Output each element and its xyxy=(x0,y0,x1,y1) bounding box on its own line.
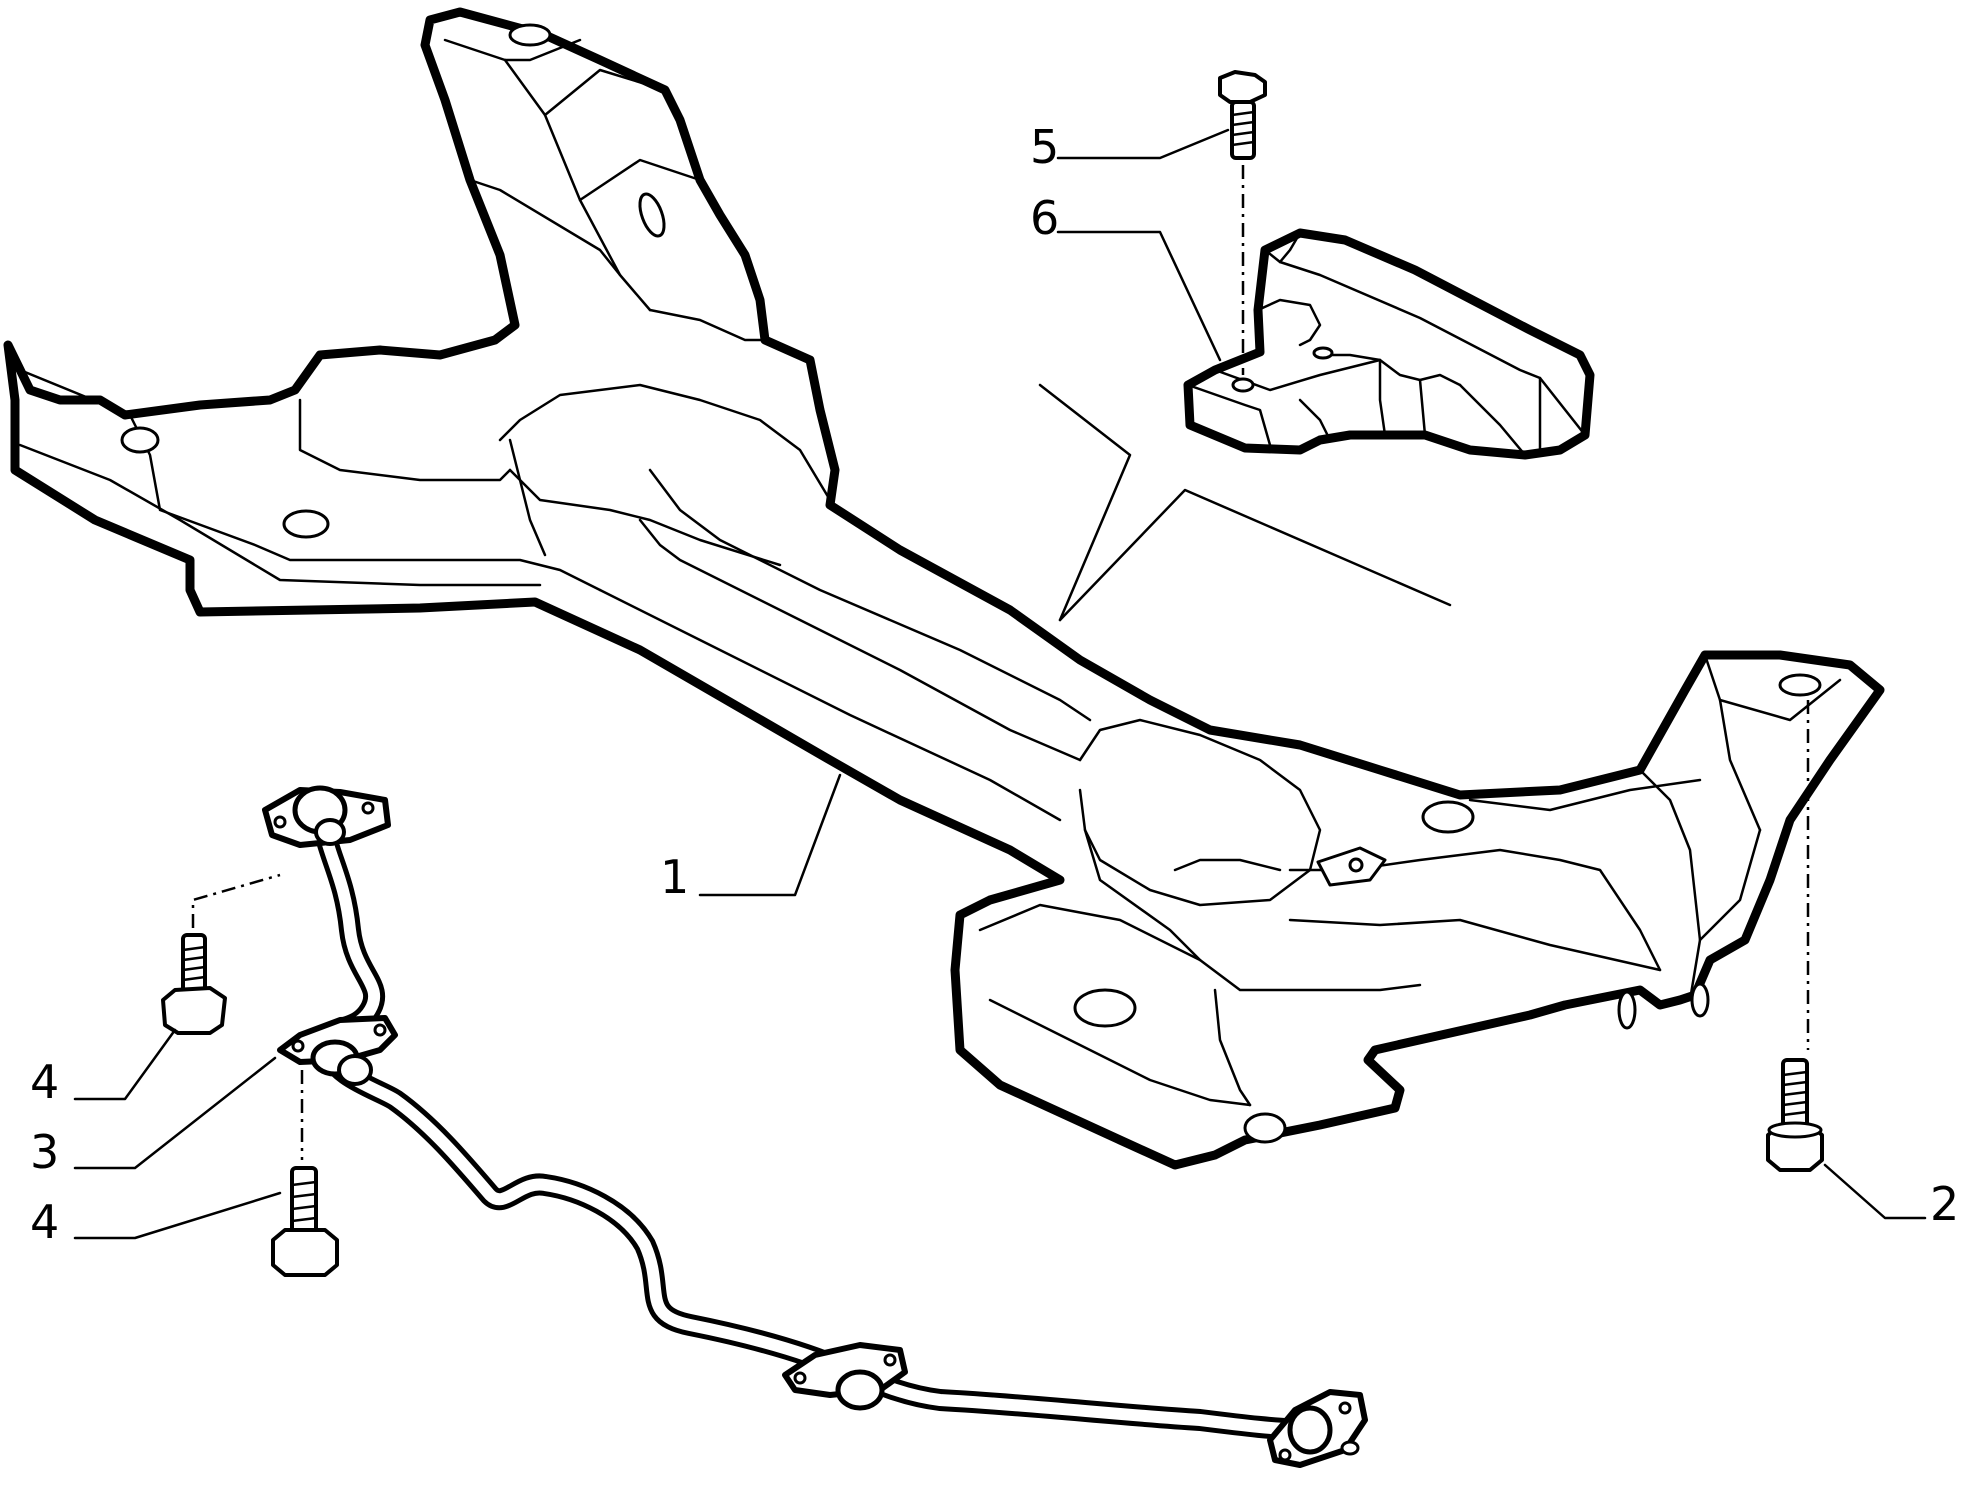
callout-4-upper: 4 xyxy=(30,1055,59,1109)
bolt-2 xyxy=(1766,1058,1824,1172)
callout-4-lower: 4 xyxy=(30,1195,59,1249)
crossmember xyxy=(3,7,1885,1170)
callout-3: 3 xyxy=(30,1125,59,1179)
centerlines xyxy=(191,165,1810,1160)
bolt-5 xyxy=(1218,70,1267,160)
leader-lines xyxy=(73,128,1927,1240)
bolt-4-lower xyxy=(271,1166,339,1277)
callout-1: 1 xyxy=(660,850,689,904)
stabilizer-bar xyxy=(262,785,1368,1468)
bumper-bracket xyxy=(1183,228,1595,460)
callout-6: 6 xyxy=(1030,191,1059,245)
callout-5: 5 xyxy=(1030,120,1059,174)
callout-2: 2 xyxy=(1930,1177,1959,1231)
bolt-4-upper xyxy=(161,933,227,1035)
